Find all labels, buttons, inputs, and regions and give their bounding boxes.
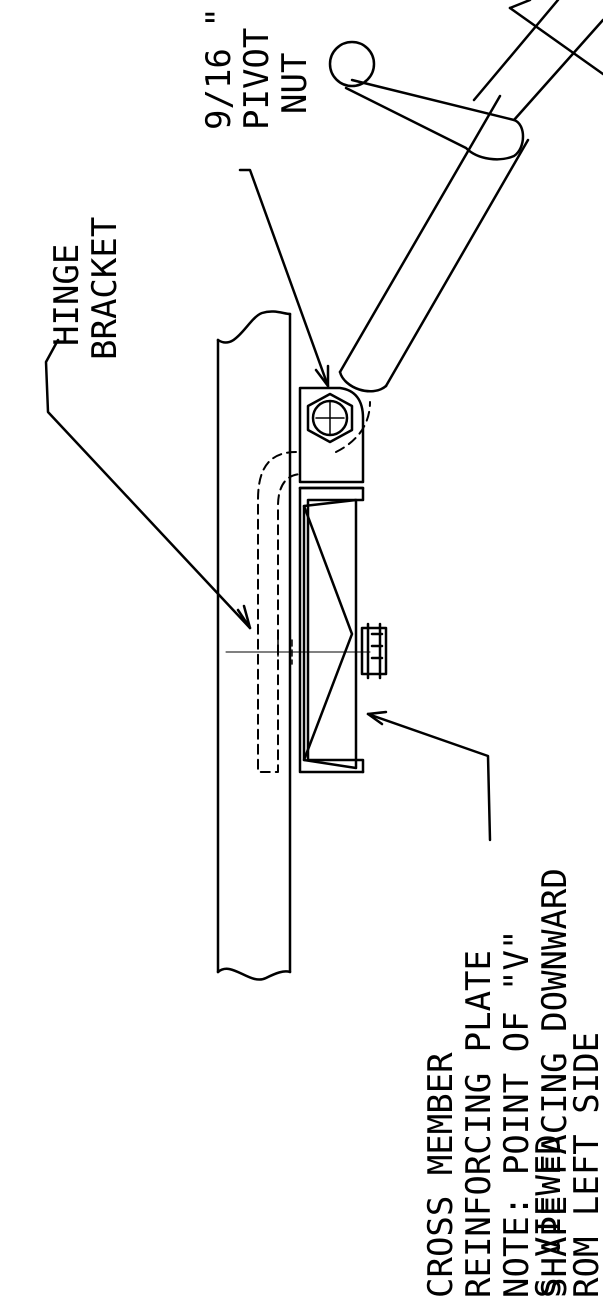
- mounting-bolt: [277, 622, 388, 680]
- cross-member: [216, 310, 292, 981]
- label-pivot-nut: 9/16 " PIVOT NUT: [199, 7, 315, 130]
- plate-line-3: NOTE: POINT OF "V": [497, 930, 537, 1298]
- leader-reinforcing-plate: [366, 710, 492, 842]
- plate-line-1: CROSS MEMBER: [421, 1052, 461, 1298]
- leader-pivot-nut: [238, 168, 330, 388]
- plate-line-2: REINFORCING PLATE: [459, 950, 499, 1298]
- pivot-arm: [328, 0, 603, 393]
- pivot-nut-line-3: NUT: [275, 53, 315, 114]
- plate-line-4: SHAPE FACING DOWNWARD: [535, 868, 575, 1298]
- hinge-bracket-line-1: HINGE: [47, 244, 87, 346]
- leader-hinge-bracket: [44, 338, 252, 630]
- label-reinforcing-plate: CROSS MEMBER REINFORCING PLATE NOTE: POI…: [421, 868, 575, 1298]
- reinforcing-plate: [302, 498, 358, 770]
- pivot-bracket: [298, 386, 365, 774]
- pivot-nut-line-2: PIVOT: [237, 28, 277, 130]
- view-note-line-2: ROM LEFT SIDE: [567, 1032, 603, 1298]
- pivot-nut-line-1: 9/16 ": [199, 7, 239, 130]
- hinge-bracket-line-2: BRACKET: [85, 217, 125, 360]
- label-view-note: S VIEWED ROM LEFT SIDE: [529, 1032, 603, 1298]
- hinge-bracket: [257, 401, 371, 773]
- label-hinge-bracket: HINGE BRACKET: [47, 217, 125, 360]
- view-note-line-1: S VIEWED: [529, 1134, 569, 1298]
- pivot-nut: [306, 392, 354, 444]
